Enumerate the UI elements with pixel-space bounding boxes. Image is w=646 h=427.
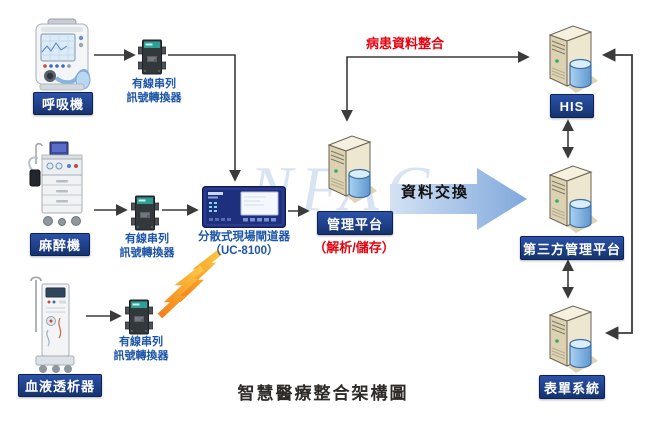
arrow-management-his [341,51,530,122]
his-label: HIS [550,94,594,118]
gateway-label: 分散式現場閘道器 （UC-8100） [192,230,296,258]
gateway-icon [202,186,286,228]
dialysis-machine-icon [26,274,84,376]
anesthesia-machine-icon [24,140,92,228]
management-platform-label: 管理平台 [317,211,393,235]
dialysis-machine-label: 血液透析器 [18,374,102,397]
form-system-label: 表單系統 [539,375,605,399]
patient-data-integration-label: 病患資料整合 [365,36,444,51]
ventilator-label: 呼吸機 [33,92,93,115]
his-server-icon [536,20,598,98]
data-exchange-arrow [390,168,527,230]
serial-converter-3-icon [125,297,153,337]
arrow-converter1-to-gateway [168,54,241,182]
serial-converter-1-label: 有線串列 訊號轉換器 [126,78,182,104]
serial-converter-1-icon [138,37,166,77]
diagram-title: 智慧醫療整合架構圖 [237,384,409,403]
management-server-icon [315,130,377,208]
serial-converter-2-icon [131,193,159,233]
arrow-his-form [601,48,633,340]
serial-converter-2-label: 有線串列 訊號轉換器 [119,233,175,259]
management-platform-sub: （解析/儲存） [313,240,395,255]
thirdparty-platform-label: 第三方管理平台 [520,236,624,260]
data-exchange-label: 資料交換 [401,184,470,201]
anesthesia-machine-label: 麻醉機 [30,233,90,256]
ventilator-icon [30,18,94,94]
gateway-model: （UC-8100） [209,245,279,257]
serial-converter-3-label: 有線串列 訊號轉換器 [113,336,169,362]
form-server-icon [536,300,598,378]
wireless-lightning-icon [157,249,222,319]
thirdparty-server-icon [536,160,598,238]
